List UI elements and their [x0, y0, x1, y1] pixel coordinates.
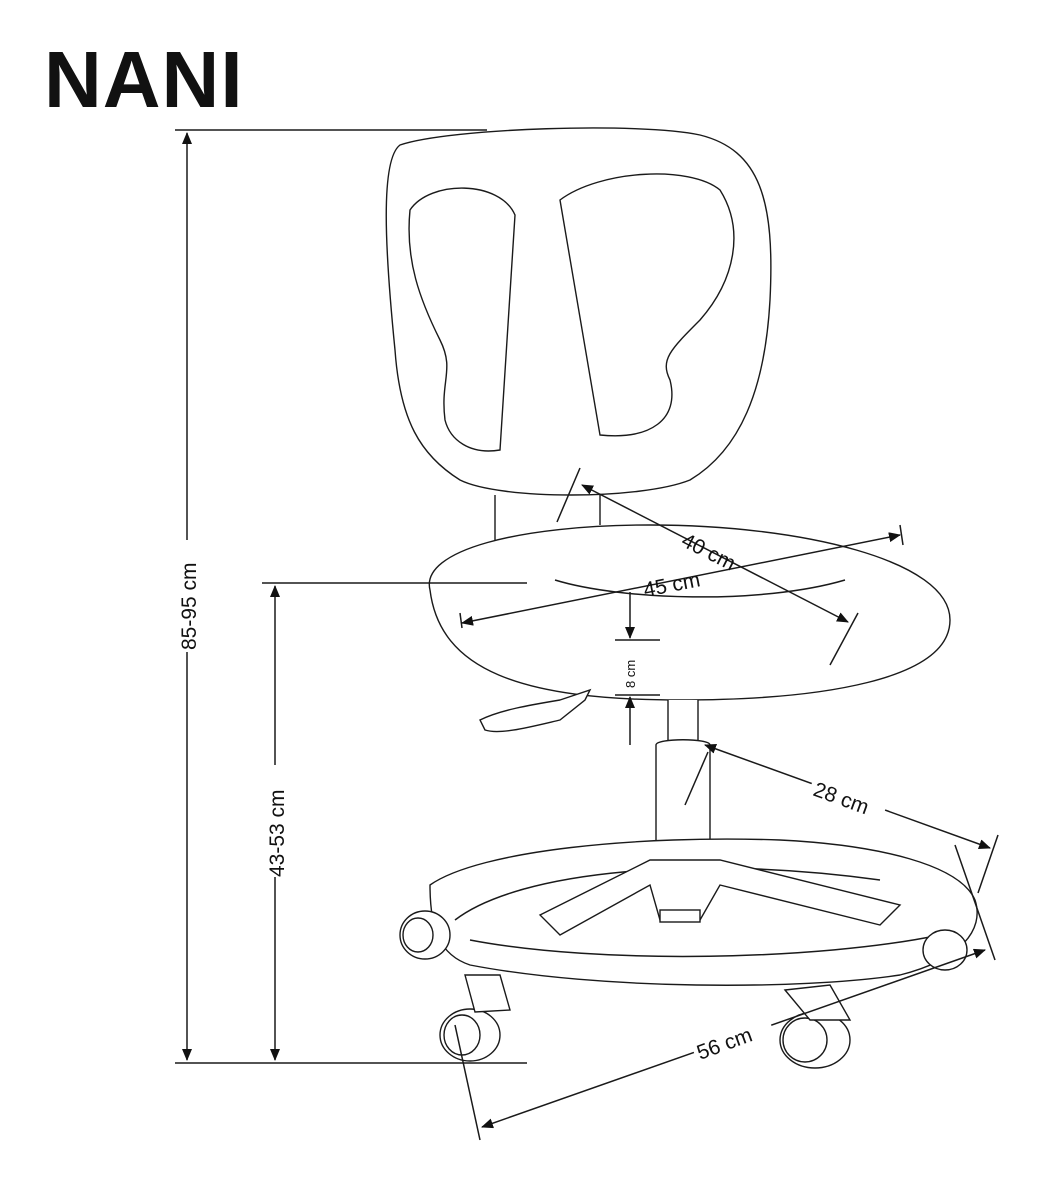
caster-right-front — [779, 984, 852, 1069]
seat-height-label: 43-53 cm — [266, 789, 289, 877]
seat-thickness-label: 8 cm — [623, 660, 638, 688]
caster-left-back — [399, 910, 451, 960]
gas-lift — [667, 700, 699, 743]
total-height-label: 85-95 cm — [178, 562, 201, 650]
chair-illustration — [385, 127, 978, 1069]
base-star — [538, 859, 902, 936]
product-title: NANI — [44, 35, 244, 124]
caster-left-front — [439, 974, 511, 1062]
